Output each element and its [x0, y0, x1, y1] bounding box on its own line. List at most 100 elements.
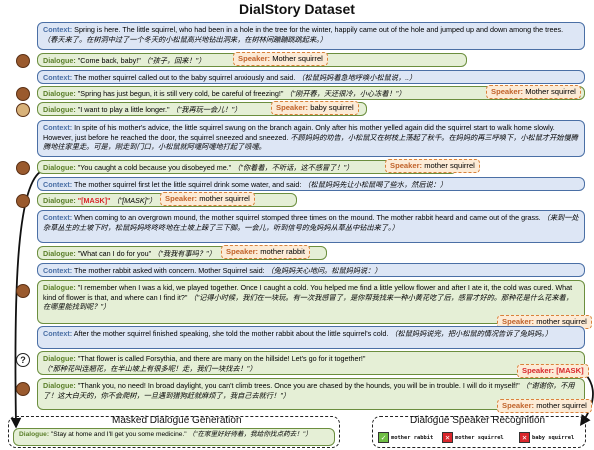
dialogue-label: Dialogue: — [43, 249, 76, 258]
context-box: Context: The mother squirrel first let t… — [37, 177, 585, 191]
dialogue-label: Dialogue: — [43, 105, 76, 114]
speaker-tag: Speaker: mother squirrel — [160, 192, 255, 206]
speaker-tag: Speaker: mother squirrel — [385, 159, 480, 173]
unknown-speaker-icon: ? — [16, 353, 30, 367]
dialogue-label: Dialogue: — [43, 56, 76, 65]
dialogue-text: "Thank you, no need! In broad daylight, … — [77, 381, 520, 390]
baby-squirrel-avatar-icon — [16, 103, 30, 117]
context-box: Context: After the mother squirrel finis… — [37, 326, 585, 349]
option-label: baby squirrel — [532, 435, 575, 441]
dialogue-translation: （"我我有事吗？"） — [153, 249, 216, 258]
context-label: Context: — [43, 180, 73, 189]
speaker-label: Speaker: — [390, 161, 423, 170]
speaker-tag: Speaker: mother squirrel — [497, 399, 592, 413]
context-text: The mother squirrel first let the little… — [74, 180, 302, 189]
speaker-tag: Speaker: Mother squirrel — [486, 85, 581, 99]
generated-dialogue-box: Dialogue: "Stay at home and I'll get you… — [13, 428, 335, 446]
dialogue-text: "I remember when I was a kid, we played … — [43, 283, 573, 302]
dialogue-text: "You caught a cold because you disobeyed… — [77, 163, 232, 172]
masked-dialogue-generation-panel — [8, 416, 340, 448]
diagram-title: DialStory Dataset — [239, 1, 355, 17]
speaker-tag: Speaker: baby squirrel — [271, 101, 359, 115]
context-translation: （来到一处杂草丛生的土坡下时，松鼠妈妈咚咚咚地在土坡上跺了三下脚。一会儿，听到信… — [43, 213, 579, 232]
dialogue-text: "What can I do for you" — [77, 249, 152, 258]
context-translation: （松鼠妈妈先让小松鼠喝了些水，然后说：） — [303, 180, 448, 189]
option-label: mother rabbit — [391, 435, 434, 441]
option-mother-squirrel: ✕mother squirrel — [442, 432, 504, 443]
speaker-name: baby squirrel — [310, 103, 354, 112]
speaker-label: Speaker: — [226, 247, 259, 256]
option-baby-squirrel: ✕baby squirrel — [519, 432, 574, 443]
generated-dialogue-text: "Stay at home and I'll get you some medi… — [50, 431, 187, 438]
speaker-name: mother squirrel — [199, 194, 250, 203]
squirrel-avatar-icon — [16, 161, 30, 175]
speaker-name: Mother squirrel — [272, 54, 323, 63]
speaker-name: mother squirrel — [424, 161, 475, 170]
context-translation: （春天来了。在树洞中过了一个冬天的小松鼠高兴地钻出洞来，在树林间蹦蹦跳跳起来。） — [43, 34, 327, 44]
speaker-label: Speaker: — [522, 366, 555, 375]
context-box: Context: In spite of his mother's advice… — [37, 120, 585, 157]
squirrel-avatar-icon — [16, 284, 30, 298]
cross-icon: ✕ — [442, 432, 453, 443]
dialogue-translation: （"刚开春，天还很冷，小心冻着！"） — [285, 89, 406, 98]
option-mother-rabbit: ✓mother rabbit — [378, 432, 433, 443]
speaker-name: Mother squirrel — [525, 87, 576, 96]
context-text: In spite of his mother's advice, the lit… — [43, 123, 555, 142]
context-box: Context: The mother rabbit asked with co… — [37, 263, 585, 277]
masked-speaker-tag: Speaker: [MASK] — [517, 364, 589, 378]
speaker-label: Speaker: — [165, 194, 198, 203]
context-translation: 不顾妈妈的劝告，小松鼠又在树枝上荡起了秋千。在妈妈的再三呼唤下，小松鼠才开始慢腾… — [43, 132, 578, 152]
speaker-label: Speaker: — [238, 54, 271, 63]
speaker-label: Speaker: — [502, 401, 535, 410]
squirrel-avatar-icon — [16, 87, 30, 101]
speaker-name: mother squirrel — [536, 401, 587, 410]
speaker-name: [MASK] — [556, 366, 584, 375]
dialogue-text: "I want to play a little longer." — [77, 105, 170, 114]
dialogue-label: Dialogue: — [43, 283, 76, 292]
context-box: Context: When coming to an overgrown mou… — [37, 210, 585, 243]
dialogue-translation: （"那种花叫连翘花，在半山坡上有很多呢！走，我们一块找去！"） — [43, 363, 257, 373]
speaker-tag: Speaker: mother rabbit — [221, 245, 310, 259]
context-text: The mother rabbit asked with concern. Mo… — [74, 266, 265, 275]
context-label: Context: — [43, 329, 73, 338]
squirrel-avatar-icon — [16, 382, 30, 396]
dialogue-text: "Spring has just begun, it is still very… — [77, 89, 284, 98]
dialogue-translation: （"记得小时候，我们在一块玩。有一次我感冒了，是你帮我找来一种小黄花吃了后，感冒… — [43, 292, 573, 312]
dialogue-text: "That flower is called Forsythia, and th… — [77, 354, 366, 363]
dialogue-text: "Come back, baby!" — [77, 56, 141, 65]
context-label: Context: — [43, 25, 73, 34]
context-text: When coming to an overgrown mound, the m… — [74, 213, 541, 222]
context-translation: （松鼠妈妈说完，把小松鼠的情况告诉了兔妈妈。） — [390, 329, 553, 338]
dialogue-translation: （"[MASK]"） — [112, 196, 157, 205]
dialogue-label: Dialogue: — [43, 196, 76, 205]
dialogue-translation: （"谢谢你，不用了！这大白天的，你不会爬树，一旦遇到猎狗赶就麻烦了，我自己去就行… — [43, 381, 575, 400]
context-translation: （兔妈妈关心地问。松鼠妈妈说：） — [266, 266, 382, 275]
squirrel-avatar-icon — [16, 194, 30, 208]
speaker-name: mother rabbit — [260, 247, 305, 256]
generated-dialogue-translation: （"在家里好好待着，我给你找点药去！"） — [188, 431, 312, 438]
context-text: After the mother squirrel finished speak… — [73, 329, 389, 338]
context-text: Spring is here. The little squirrel, who… — [74, 25, 564, 34]
dialogue-translation: （"你着着，不听话，这不感冒了！"） — [233, 163, 354, 172]
check-icon: ✓ — [378, 432, 389, 443]
context-label: Context: — [43, 73, 73, 82]
dialogue-label: Dialogue: — [43, 89, 76, 98]
speaker-label: Speaker: — [491, 87, 524, 96]
speaker-label: Speaker: — [276, 103, 309, 112]
dialogue-box: Dialogue: "Thank you, no need! In broad … — [37, 378, 585, 410]
dialogue-label: Dialogue: — [43, 354, 76, 363]
mask-token: "[MASK]" — [77, 196, 111, 205]
option-label: mother squirrel — [455, 435, 504, 441]
speaker-label: Speaker: — [502, 317, 535, 326]
speaker-tag: Speaker: Mother squirrel — [233, 52, 328, 66]
recognition-panel-title: Dialogue Speaker Recognition — [410, 415, 546, 426]
dialogue-label: Dialogue: — [19, 431, 50, 438]
dialogue-box: Dialogue: "Spring has just begun, it is … — [37, 86, 585, 100]
context-box: Context: Spring is here. The little squi… — [37, 22, 585, 50]
dialogue-box: Dialogue: "That flower is called Forsyth… — [37, 351, 585, 375]
context-label: Context: — [43, 213, 73, 222]
generation-panel-title: Masked Dialogue Generation — [112, 415, 242, 426]
cross-icon: ✕ — [519, 432, 530, 443]
context-label: Context: — [43, 123, 73, 132]
squirrel-avatar-icon — [16, 54, 30, 68]
